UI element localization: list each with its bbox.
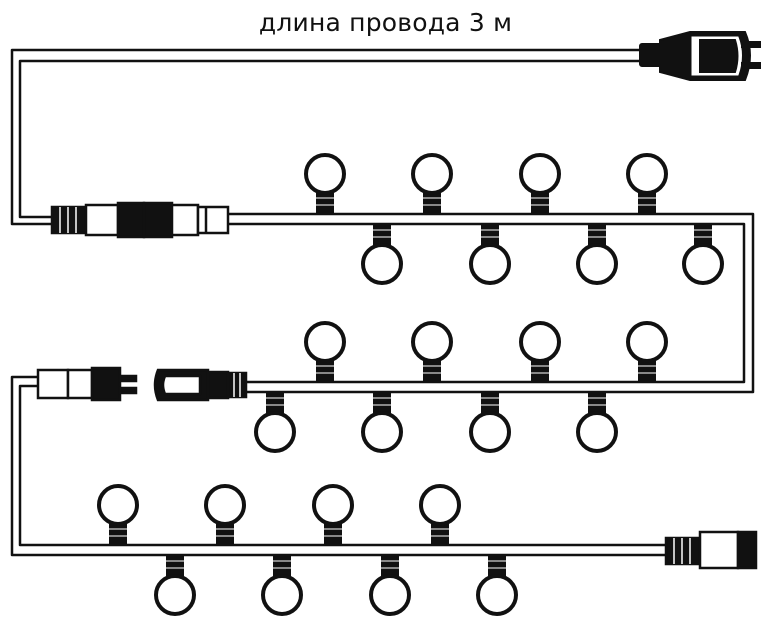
bulb-icon — [312, 484, 354, 545]
bulb-icon — [154, 555, 196, 616]
bulb-icon — [304, 321, 346, 382]
bulb-icon — [469, 392, 511, 453]
bulb-icon — [261, 555, 303, 616]
bulb-icon — [204, 484, 246, 545]
connector-icon — [50, 201, 230, 239]
connector-icon — [664, 530, 758, 570]
connector-icon — [153, 368, 248, 402]
bulb-icon — [576, 392, 618, 453]
bulb-icon — [369, 555, 411, 616]
bulb-icon — [254, 392, 296, 453]
bulb-icon — [476, 555, 518, 616]
bulb-icon — [419, 484, 461, 545]
bulb-icon — [361, 392, 403, 453]
bulb-icon — [411, 153, 453, 214]
bulb-icon — [469, 224, 511, 285]
lead-cable — [10, 48, 645, 226]
bulb-icon — [626, 153, 668, 214]
extension-cable — [10, 375, 668, 557]
plug-icon — [639, 31, 761, 81]
connector-icon — [36, 366, 138, 402]
bulb-icon — [682, 224, 724, 285]
bulb-icon — [576, 224, 618, 285]
wire-length-caption: длина провода 3 м — [258, 8, 513, 37]
bulb-icon — [519, 153, 561, 214]
bulb-icon — [97, 484, 139, 545]
bulb-icon — [411, 321, 453, 382]
bulb-icon — [626, 321, 668, 382]
bulb-icon — [361, 224, 403, 285]
bulb-icon — [519, 321, 561, 382]
bulb-icon — [304, 153, 346, 214]
